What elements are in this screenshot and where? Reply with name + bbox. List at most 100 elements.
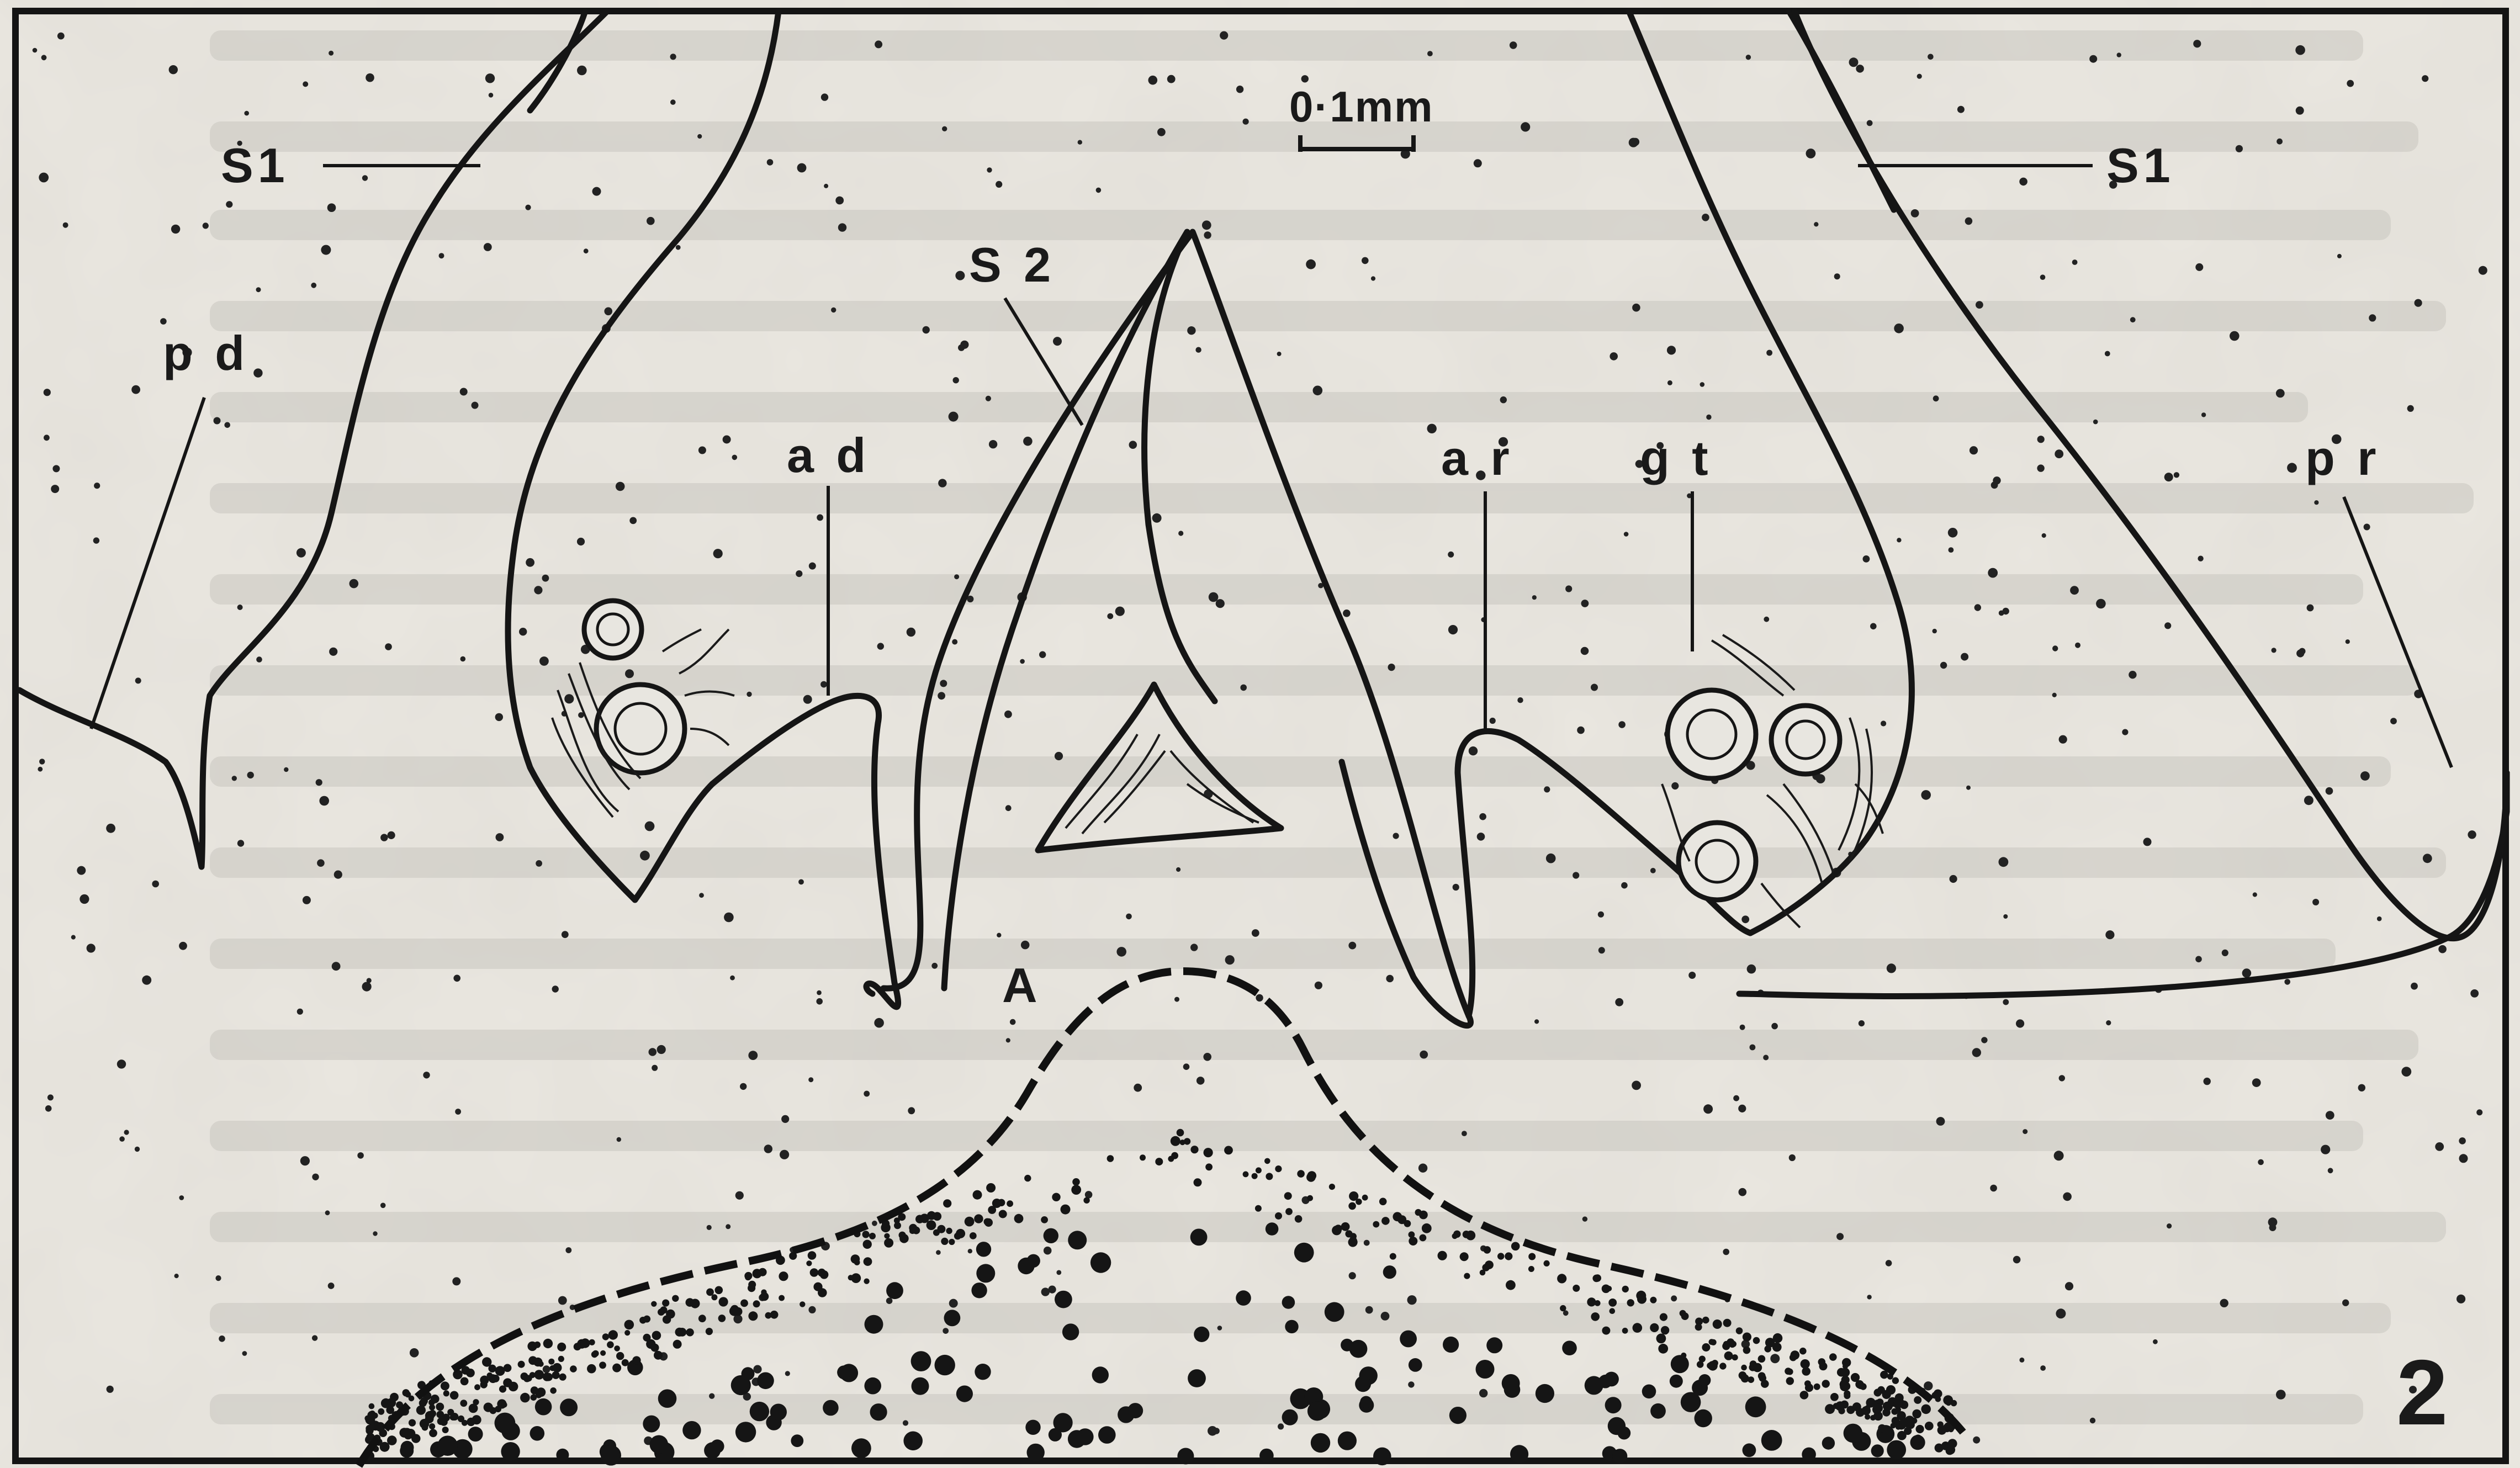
- stipple-dot: [1894, 324, 1904, 333]
- stipple-dot: [1044, 1247, 1052, 1255]
- stipple-dot: [47, 1094, 54, 1100]
- apex-stipple-dot: [1912, 1409, 1921, 1418]
- stipple-dot: [808, 1306, 816, 1313]
- stipple-dot: [2312, 899, 2319, 905]
- apex-stipple-dot: [378, 1408, 384, 1415]
- stipple-dot: [2052, 645, 2058, 651]
- apex-stipple-dot: [1829, 1353, 1837, 1361]
- stipple-dot: [2037, 464, 2044, 471]
- stipple-dot: [1887, 963, 1896, 973]
- stipple-dot: [1448, 552, 1454, 558]
- stipple-dot: [1973, 1437, 1980, 1444]
- apex-stipple-dot: [1177, 1448, 1194, 1465]
- apex-stipple-dot: [976, 1264, 995, 1282]
- apex-stipple-dot: [949, 1239, 955, 1245]
- apex-stipple-dot: [1761, 1430, 1782, 1451]
- stipple-dot: [958, 345, 965, 351]
- stipple-dot: [2037, 436, 2045, 443]
- apex-stipple-dot: [863, 1240, 872, 1249]
- stipple-dot: [1999, 857, 2009, 867]
- stipple-dot: [174, 1274, 179, 1278]
- apex-stipple-dot: [1341, 1339, 1353, 1352]
- apex-stipple-dot: [1637, 1295, 1647, 1304]
- apex-stipple-dot: [557, 1343, 566, 1352]
- apex-stipple-dot: [1510, 1445, 1528, 1463]
- stipple-dot: [71, 935, 76, 940]
- apex-stipple-dot: [1799, 1348, 1807, 1355]
- stipple-dot: [77, 866, 86, 875]
- stipple-dot: [297, 1009, 303, 1015]
- stipple-dot: [2364, 524, 2370, 531]
- apex-stipple-dot: [599, 1361, 606, 1369]
- stipple-dot: [1386, 975, 1394, 983]
- stipple-dot: [452, 1277, 460, 1285]
- apex-stipple-dot: [489, 1374, 497, 1383]
- apex-stipple-dot: [673, 1340, 682, 1349]
- stipple-dot: [726, 1224, 730, 1229]
- apex-stipple-dot: [1449, 1407, 1467, 1424]
- stipple-dot: [300, 1156, 310, 1165]
- stipple-dot: [2201, 412, 2206, 417]
- apex-stipple-dot: [1528, 1253, 1536, 1260]
- stipple-dot: [625, 669, 634, 678]
- stipple-dot: [1213, 1428, 1220, 1434]
- stipple-dot: [670, 99, 676, 105]
- stipple-dot: [2407, 405, 2414, 412]
- apex-stipple-dot: [1505, 1252, 1512, 1260]
- apex-stipple-dot: [559, 1374, 567, 1381]
- apex-stipple-dot: [612, 1364, 621, 1372]
- apex-stipple-dot: [1284, 1192, 1292, 1200]
- stipple-dot: [107, 1386, 114, 1393]
- stipple-dot: [319, 796, 329, 806]
- apex-stipple-dot: [431, 1395, 440, 1403]
- apex-stipple-dot: [976, 1242, 991, 1257]
- apex-stipple-dot: [570, 1365, 577, 1372]
- apex-stipple-dot: [560, 1398, 578, 1416]
- stipple-dot: [2342, 1300, 2349, 1306]
- apex-stipple-dot: [864, 1279, 869, 1284]
- apex-stipple-dot: [504, 1364, 512, 1372]
- stipple-dot: [2242, 968, 2252, 978]
- stipple-dot: [135, 1147, 140, 1152]
- apex-stipple-dot: [1765, 1338, 1775, 1348]
- stipple-dot: [1965, 218, 1973, 225]
- stipple-dot: [2236, 145, 2243, 152]
- stipple-dot: [564, 694, 574, 703]
- stipple-dot: [117, 1059, 126, 1068]
- apex-stipple-dot: [1608, 1299, 1617, 1307]
- stipple-dot: [1976, 301, 1983, 309]
- apex-stipple-dot: [1937, 1422, 1944, 1428]
- stipple-dot: [41, 55, 47, 60]
- stipple-dot: [940, 680, 947, 687]
- apex-stipple-dot: [1573, 1285, 1580, 1292]
- stipple-dot: [1462, 1131, 1467, 1136]
- stipple-dot: [767, 159, 774, 166]
- apex-stipple-dot: [1282, 1296, 1295, 1309]
- stipple-dot: [284, 767, 288, 772]
- stipple-dot: [1739, 1188, 1747, 1196]
- stipple-dot: [670, 54, 676, 60]
- stipple-dot: [2277, 139, 2283, 145]
- stipple-dot: [57, 33, 65, 40]
- stipple-dot: [2065, 1282, 2073, 1290]
- stipple-dot: [831, 308, 836, 312]
- stipple-dot: [1243, 119, 1249, 125]
- apex-stipple-dot: [460, 1400, 467, 1407]
- stipple-dot: [2003, 914, 2008, 919]
- apex-stipple-dot: [698, 1315, 706, 1322]
- apex-stipple-dot: [1400, 1331, 1417, 1348]
- apex-stipple-dot: [1680, 1310, 1686, 1317]
- stipple-dot: [1764, 617, 1769, 622]
- stipple-dot: [938, 692, 945, 699]
- apex-stipple-dot: [553, 1363, 562, 1372]
- stipple-dot: [730, 976, 735, 981]
- apex-stipple-dot: [443, 1390, 449, 1396]
- apex-stipple-dot: [1896, 1424, 1901, 1430]
- apex-stipple-dot: [616, 1352, 624, 1360]
- stipple-dot: [1936, 1117, 1945, 1126]
- stipple-dot: [2093, 420, 2098, 425]
- apex-stipple-dot: [1800, 1391, 1809, 1400]
- stipple-dot: [203, 222, 209, 229]
- apex-stipple-dot: [1633, 1323, 1643, 1333]
- stipple-dot: [1544, 786, 1550, 792]
